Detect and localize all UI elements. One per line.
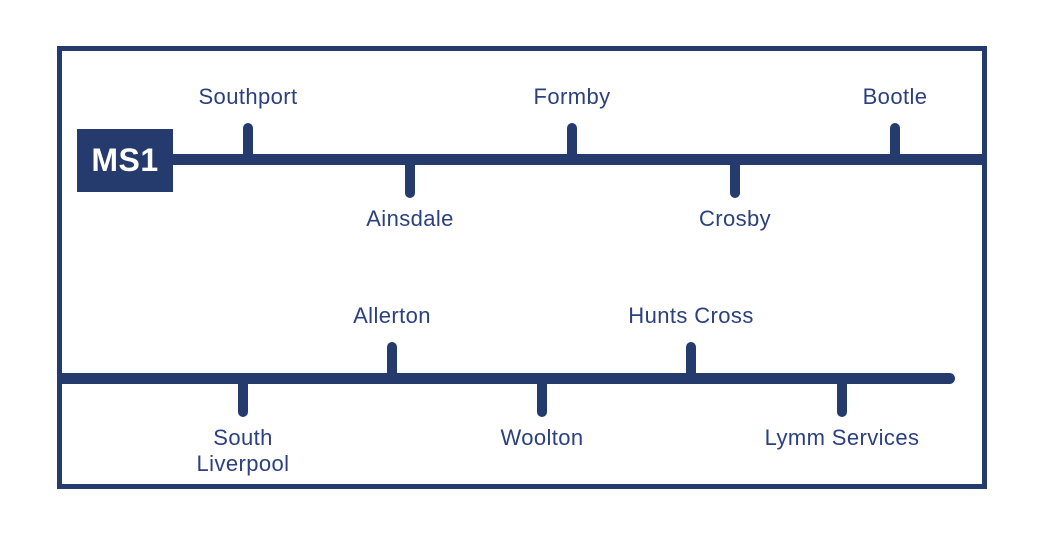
stop-label-hunts-cross: Hunts Cross: [628, 303, 754, 328]
stop-label-crosby: Crosby: [698, 206, 772, 231]
stop-label-bootle: Bootle: [862, 84, 928, 109]
route-badge-ms1: MS1: [77, 129, 173, 192]
stop-tick-crosby: [730, 158, 740, 198]
route-line-1-bar: [150, 154, 983, 165]
diagram-frame: [57, 46, 987, 489]
stop-tick-ainsdale: [405, 158, 415, 198]
stop-tick-lymm-services: [837, 377, 847, 417]
stop-tick-south-liverpool: [238, 377, 248, 417]
stop-label-woolton: Woolton: [500, 425, 584, 450]
stop-label-formby: Formby: [533, 84, 611, 109]
stop-label-southport: Southport: [198, 84, 298, 109]
stop-tick-southport: [243, 123, 253, 159]
stop-tick-bootle: [890, 123, 900, 159]
route-line-2-bar: [57, 373, 955, 384]
stop-label-lymm-services: Lymm Services: [764, 425, 920, 450]
stop-tick-woolton: [537, 377, 547, 417]
stop-tick-allerton: [387, 342, 397, 378]
stop-label-ainsdale: Ainsdale: [366, 206, 454, 231]
stop-label-south-liverpool: South Liverpool: [196, 425, 290, 476]
stop-tick-hunts-cross: [686, 342, 696, 378]
stop-tick-formby: [567, 123, 577, 159]
stop-label-allerton: Allerton: [353, 303, 431, 328]
